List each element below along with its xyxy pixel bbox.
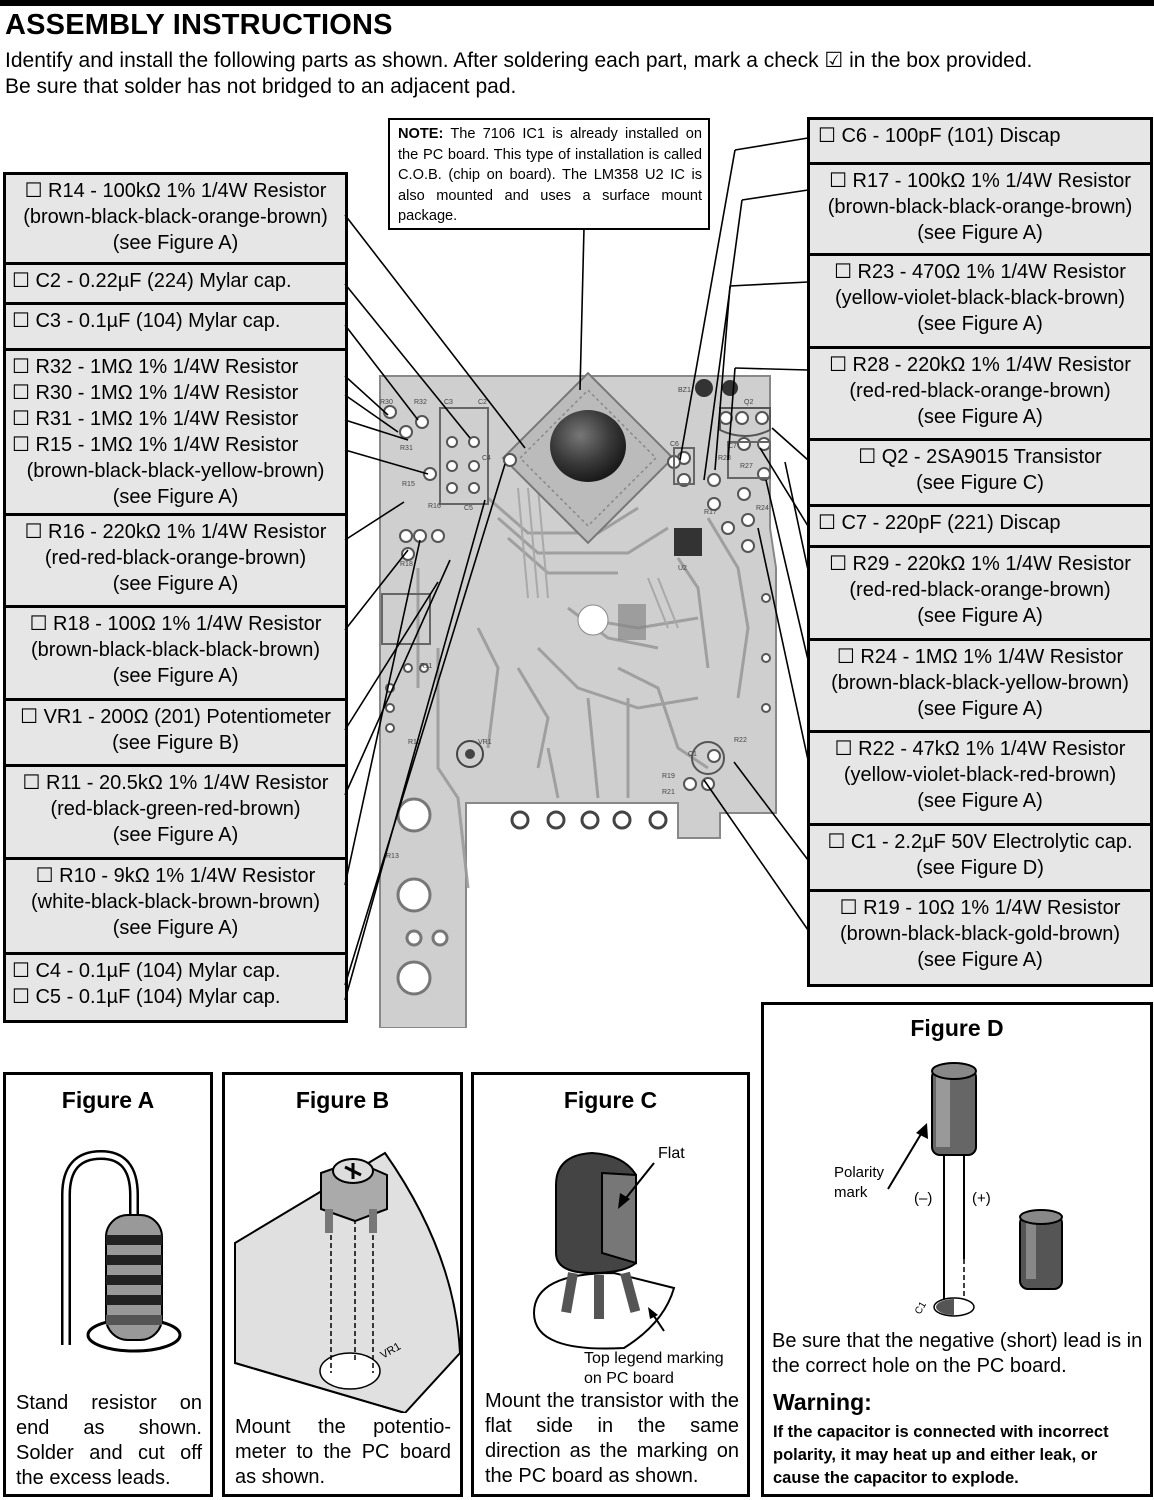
board-label-r15: R15 (402, 481, 415, 488)
board-label-c4: C4 (482, 455, 491, 462)
board-label-r18: R18 (400, 561, 413, 568)
figure-c-legend-label-2: on PC board (584, 1370, 674, 1383)
part-c3[interactable]: ☐ C3 - 0.1µF (104) Mylar cap. (6, 305, 345, 348)
part-r14[interactable]: ☐ R14 - 100kΩ 1% 1/4W Resistor (brown-bl… (6, 175, 345, 262)
intro-line-1: Identify and install the following parts… (5, 49, 1033, 72)
part-r17[interactable]: ☐ R17 - 100kΩ 1% 1/4W Resistor (brown-bl… (810, 165, 1150, 253)
figure-c-flat-label: Flat (658, 1145, 685, 1162)
note-text: The 7106 IC1 is already installed on the… (398, 126, 702, 224)
part-q2[interactable]: ☐ Q2 - 2SA9015 Transistor (see Figure C) (810, 441, 1150, 504)
figure-d-positive-label: (+) (972, 1190, 991, 1207)
figure-a: Figure A Stand resistor on end as shown.… (3, 1072, 213, 1497)
figure-d: Figure D Polarity mark (–) (+) C1 Be sur… (761, 1002, 1153, 1497)
warning-title: Warning: (773, 1389, 872, 1415)
part-c7[interactable]: ☐ C7 - 220pF (221) Discap (810, 507, 1150, 545)
page-title: ASSEMBLY INSTRUCTIONS (5, 9, 393, 41)
board-label-r10: R10 (408, 739, 421, 746)
left-parts-list: ☐ R14 - 100kΩ 1% 1/4W Resistor (brown-bl… (3, 172, 348, 1023)
board-label-r17: R17 (704, 509, 717, 516)
resistor-illustration (61, 1149, 182, 1353)
board-label-c5: C5 (464, 505, 473, 512)
figure-c-title: Figure C (563, 1087, 658, 1113)
board-label-r30: R30 (380, 399, 393, 406)
part-r32-r30-r31-r15[interactable]: ☐ R32 - 1MΩ 1% 1/4W Resistor ☐ R30 - 1MΩ… (6, 351, 345, 513)
part-vr1[interactable]: ☐ VR1 - 200Ω (201) Potentiometer (see Fi… (6, 701, 345, 764)
board-label-r27: R27 (740, 463, 753, 470)
part-r10[interactable]: ☐ R10 - 9kΩ 1% 1/4W Resistor (white-blac… (6, 860, 345, 952)
part-r29[interactable]: ☐ R29 - 220kΩ 1% 1/4W Resistor (red-red-… (810, 548, 1150, 638)
figure-b-title: Figure B (295, 1087, 390, 1113)
board-label-c6: C6 (670, 441, 679, 448)
board-label-r24: R24 (756, 505, 769, 512)
part-c1[interactable]: ☐ C1 - 2.2µF 50V Electrolytic cap. (see … (810, 826, 1150, 889)
note-box: NOTE: The 7106 IC1 is already installed … (388, 118, 710, 230)
part-r19[interactable]: ☐ R19 - 10Ω 1% 1/4W Resistor (brown-blac… (810, 892, 1150, 984)
intro-line-2: Be sure that solder has not bridged to a… (5, 75, 517, 98)
figure-d-polarity-label-2: mark (834, 1184, 868, 1201)
figure-c-legend-label-1: Top legend marking (584, 1350, 724, 1367)
part-r24[interactable]: ☐ R24 - 1MΩ 1% 1/4W Resistor (brown-blac… (810, 641, 1150, 730)
part-r28[interactable]: ☐ R28 - 220kΩ 1% 1/4W Resistor (red-red-… (810, 349, 1150, 438)
board-label-vr1: VR1 (478, 739, 492, 746)
figure-a-title: Figure A (61, 1087, 155, 1113)
figure-b-caption: Mount the potentio-meter to the PC board… (235, 1416, 451, 1488)
board-label-r19: R19 (662, 773, 675, 780)
part-c6[interactable]: ☐ C6 - 100pF (101) Discap (810, 120, 1150, 162)
figure-d-negative-label: (–) (914, 1190, 932, 1207)
figure-d-caption: Be sure that the negative (short) lead i… (772, 1330, 1143, 1377)
pc-board-illustration: R30 R32 R31 C3 C2 C4 C5 R15 R16 R18 R10 … (379, 371, 777, 1028)
part-r18[interactable]: ☐ R18 - 100Ω 1% 1/4W Resistor (brown-bla… (6, 608, 345, 698)
board-label-r13: R13 (386, 853, 399, 860)
figure-d-polarity-label-1: Polarity (834, 1164, 885, 1181)
board-label-bz1: BZ1 (678, 387, 691, 394)
board-label-u2: U2 (678, 565, 687, 572)
intro-text: Identify and install the following parts… (5, 48, 1154, 100)
board-label-r21: R21 (662, 789, 675, 796)
warning-text: If the capacitor is connected with incor… (773, 1423, 1109, 1487)
part-r16[interactable]: ☐ R16 - 220kΩ 1% 1/4W Resistor (red-red-… (6, 516, 345, 605)
board-label-r32: R32 (414, 399, 427, 406)
figure-b: Figure B VR1 Mount the potentio-meter to… (222, 1072, 463, 1497)
figure-c-caption: Mount the transistor with the flat side … (485, 1390, 739, 1487)
board-label-r11: R11 (420, 663, 432, 670)
top-rule (0, 0, 1154, 6)
part-r22[interactable]: ☐ R22 - 47kΩ 1% 1/4W Resistor (yellow-vi… (810, 733, 1150, 823)
part-r11[interactable]: ☐ R11 - 20.5kΩ 1% 1/4W Resistor (red-bla… (6, 767, 345, 857)
part-c2[interactable]: ☐ C2 - 0.22µF (224) Mylar cap. (6, 265, 345, 302)
figure-d-title: Figure D (910, 1015, 1004, 1041)
board-label-c2: C2 (478, 399, 487, 406)
board-label-r31: R31 (400, 445, 413, 452)
right-parts-list: ☐ C6 - 100pF (101) Discap ☐ R17 - 100kΩ … (807, 117, 1153, 987)
board-label-c3: C3 (444, 399, 453, 406)
note-label: NOTE: (398, 126, 444, 142)
board-label-c1: C1 (688, 751, 697, 758)
figure-d-c1-label: C1 (913, 1300, 929, 1317)
figure-c: Figure C Flat Top legend marking on PC b… (471, 1072, 750, 1497)
board-label-c7: C7 (728, 443, 737, 450)
part-r23[interactable]: ☐ R23 - 470Ω 1% 1/4W Resistor (yellow-vi… (810, 256, 1150, 346)
board-label-r16: R16 (428, 503, 441, 510)
board-label-r22: R22 (734, 737, 747, 744)
board-label-r28: R28 (718, 455, 731, 462)
board-label-q2: Q2 (744, 399, 753, 406)
potentiometer-illustration: VR1 (234, 1151, 460, 1413)
part-c4-c5[interactable]: ☐ C4 - 0.1µF (104) Mylar cap. ☐ C5 - 0.1… (6, 955, 345, 1020)
capacitor-illustration: Polarity mark (–) (+) C1 (834, 1062, 1063, 1317)
transistor-illustration: Flat Top legend marking on PC board (532, 1145, 724, 1383)
figure-a-caption: Stand resistor on end as shown. Solder a… (16, 1392, 202, 1489)
